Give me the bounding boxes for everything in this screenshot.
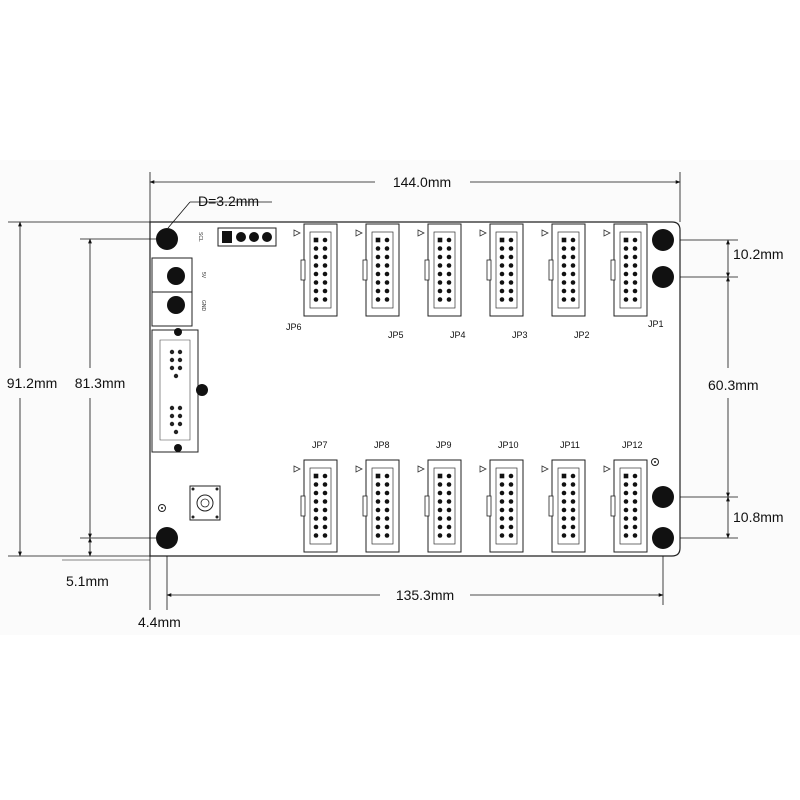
- idc-connector-jp10: JP10: [479, 440, 524, 553]
- idc-connector-jp1: JP1: [603, 223, 664, 329]
- mounting-hole-top-right-2: [652, 266, 674, 288]
- header-label: SCL: [197, 232, 203, 242]
- dim-bottom-offset: 5.1mm: [62, 537, 150, 589]
- idc-connector-jp7: JP7: [293, 440, 338, 553]
- dim-hole-diameter-label: D=3.2mm: [198, 193, 259, 209]
- dim-right-bottom-label: 10.8mm: [733, 509, 784, 525]
- connector-label-jp12: JP12: [622, 440, 643, 450]
- dim-total-height: 91.2mm: [7, 221, 150, 557]
- idc-connector-jp11: JP11: [541, 440, 586, 553]
- dim-total-width-label: 144.0mm: [393, 174, 451, 190]
- dim-total-width: 144.0mm: [149, 172, 681, 222]
- dim-right-middle: 60.3mm: [708, 276, 759, 498]
- mounting-hole-bottom-right: [652, 527, 674, 549]
- gnd-label: GND: [200, 300, 206, 312]
- pcb-board-outline: [149, 221, 681, 557]
- idc-connector-jp2: JP2: [541, 223, 590, 340]
- connector-label-jp2: JP2: [574, 330, 590, 340]
- connectors-bottom-row: JP7 JP8 JP9 JP10 JP11 JP12: [293, 440, 648, 553]
- dim-hole-horizontal-label: 135.3mm: [396, 587, 454, 603]
- idc-connector-jp6: JP6: [286, 223, 338, 332]
- dim-left-offset-label: 4.4mm: [138, 614, 181, 630]
- idc-connector-jp8: JP8: [355, 440, 400, 553]
- dim-right-top-label: 10.2mm: [733, 246, 784, 262]
- idc-connector-jp5: JP5: [355, 223, 404, 340]
- mounting-hole-top-right: [652, 229, 674, 251]
- connector-label-jp9: JP9: [436, 440, 452, 450]
- connector-label-jp1: JP1: [648, 319, 664, 329]
- dim-right-middle-label: 60.3mm: [708, 377, 759, 393]
- mounting-hole-top-left: [156, 228, 178, 250]
- dim-hole-horizontal: 135.3mm: [166, 556, 664, 605]
- dim-hole-vertical: 81.3mm: [75, 238, 160, 539]
- dim-right-bottom: 10.8mm: [680, 496, 784, 539]
- connector-label-jp8: JP8: [374, 440, 390, 450]
- connector-label-jp7: JP7: [312, 440, 328, 450]
- idc-connector-jp4: JP4: [417, 223, 466, 340]
- dim-hole-diameter: D=3.2mm: [167, 193, 272, 229]
- fiducial-right: [651, 458, 659, 466]
- push-button: [189, 485, 221, 521]
- connector-label-jp11: JP11: [560, 440, 580, 450]
- fiducial-left: [158, 504, 166, 512]
- dim-bottom-offset-label: 5.1mm: [66, 573, 109, 589]
- dim-hole-vertical-label: 81.3mm: [75, 375, 126, 391]
- connector-label-jp5: JP5: [388, 330, 404, 340]
- connector-label-jp4: JP4: [450, 330, 466, 340]
- connector-label-jp3: JP3: [512, 330, 528, 340]
- connector-label-jp6: JP6: [286, 322, 302, 332]
- dim-left-offset: 4.4mm: [138, 556, 181, 630]
- dim-total-height-label: 91.2mm: [7, 375, 58, 391]
- power-terminal-block: 5V GND: [151, 257, 206, 327]
- power-label: 5V: [200, 272, 206, 279]
- idc-connector-jp9: JP9: [417, 440, 462, 553]
- db-connector-left: [151, 328, 208, 453]
- four-pin-header: [217, 227, 277, 247]
- idc-connector-jp12: JP12: [603, 440, 648, 553]
- dim-right-top: 10.2mm: [680, 239, 784, 278]
- idc-connector-jp3: JP3: [479, 223, 528, 340]
- connector-label-jp10: JP10: [498, 440, 519, 450]
- mounting-hole-bottom-left: [156, 527, 178, 549]
- mounting-holes: [156, 228, 674, 549]
- mounting-hole-bottom-right-2: [652, 486, 674, 508]
